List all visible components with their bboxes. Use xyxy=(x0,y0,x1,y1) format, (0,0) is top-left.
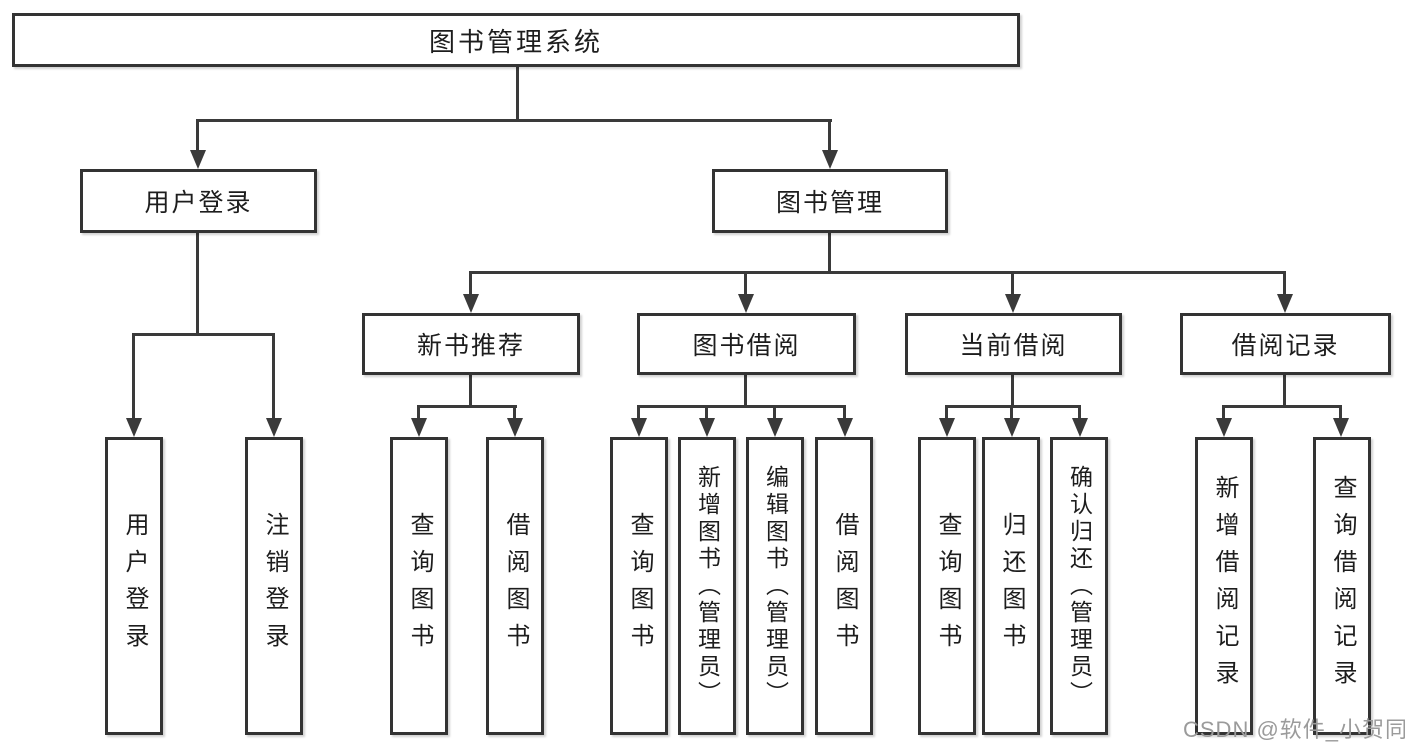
node-leaf-borrow-book: 借阅图书 xyxy=(815,437,873,735)
node-leaf-add-book-admin: 新增图书（管理员） xyxy=(678,437,736,735)
arrow-down-icon xyxy=(190,150,206,169)
node-label: 查询图书 xyxy=(934,512,961,660)
connector-drop-leaf xyxy=(945,405,948,420)
node-leaf-borrow-book: 借阅图书 xyxy=(486,437,544,735)
node-label: 图书管理系统 xyxy=(428,26,603,57)
node-label: 当前借阅 xyxy=(959,332,1068,360)
node-leaf-return-book: 归还图书 xyxy=(982,437,1040,735)
arrow-down-icon xyxy=(411,418,427,437)
connector-stem-borrow xyxy=(744,375,747,408)
connector-drop-current xyxy=(1011,271,1014,296)
arrow-down-icon xyxy=(837,418,853,437)
node-label: 归还图书 xyxy=(998,512,1025,660)
node-label: 查询图书 xyxy=(626,512,653,660)
node-leaf-query-book: 查询图书 xyxy=(390,437,448,735)
connector-drop-leaf xyxy=(513,405,516,420)
node-label: 图书管理 xyxy=(775,189,884,217)
arrow-down-icon xyxy=(699,418,715,437)
node-label: 编辑图书（管理员） xyxy=(762,464,789,708)
node-book-borrowing: 图书借阅 xyxy=(637,313,856,375)
node-label: 新增借阅记录 xyxy=(1211,475,1238,697)
connector-drop-leaf xyxy=(272,333,275,420)
connector-current-bar xyxy=(945,405,1081,408)
arrow-down-icon xyxy=(1216,418,1232,437)
connector-userlogin-stem xyxy=(196,233,199,335)
node-leaf-query-book: 查询图书 xyxy=(610,437,668,735)
connector-drop-leaf xyxy=(1078,405,1081,420)
node-label: 确认归还（管理员） xyxy=(1066,464,1093,708)
node-label: 查询借阅记录 xyxy=(1329,475,1356,697)
arrow-down-icon xyxy=(1333,418,1349,437)
node-leaf-confirm-return-admin: 确认归还（管理员） xyxy=(1050,437,1108,735)
arrow-down-icon xyxy=(266,418,282,437)
node-leaf-add-borrow-record: 新增借阅记录 xyxy=(1195,437,1253,735)
arrow-down-icon xyxy=(126,418,142,437)
arrow-down-icon xyxy=(631,418,647,437)
connector-drop-leaf xyxy=(1222,405,1225,420)
node-current-borrowing: 当前借阅 xyxy=(905,313,1122,375)
arrow-down-icon xyxy=(1277,294,1293,313)
connector-drop-book-mgmt xyxy=(828,119,831,152)
connector-stem-new-book xyxy=(469,375,472,408)
node-root-book-management-system: 图书管理系统 xyxy=(12,13,1020,67)
connector-root-bar xyxy=(197,119,832,122)
connector-records-bar xyxy=(1222,405,1342,408)
node-label: 图书借阅 xyxy=(692,332,801,360)
node-leaf-query-borrow-record: 查询借阅记录 xyxy=(1313,437,1371,735)
node-label: 用户登录 xyxy=(144,189,253,217)
connector-drop-leaf xyxy=(417,405,420,420)
connector-drop-new-book xyxy=(469,271,472,296)
arrow-down-icon xyxy=(1072,418,1088,437)
arrow-down-icon xyxy=(822,150,838,169)
node-leaf-query-book: 查询图书 xyxy=(918,437,976,735)
node-leaf-edit-book-admin: 编辑图书（管理员） xyxy=(746,437,804,735)
node-leaf-user-login: 用户登录 xyxy=(105,437,163,735)
arrow-down-icon xyxy=(767,418,783,437)
node-label: 借阅图书 xyxy=(831,512,858,660)
node-label: 注销登录 xyxy=(261,512,288,660)
arrow-down-icon xyxy=(939,418,955,437)
connector-userlogin-bar xyxy=(132,333,275,336)
node-user-login: 用户登录 xyxy=(80,169,317,233)
arrow-down-icon xyxy=(463,294,479,313)
node-label: 查询图书 xyxy=(406,512,433,660)
node-label: 用户登录 xyxy=(121,512,148,660)
node-label: 借阅记录 xyxy=(1231,332,1340,360)
connector-root-stem xyxy=(516,67,519,122)
connector-drop-leaf xyxy=(1339,405,1342,420)
connector-drop-leaf xyxy=(637,405,640,420)
connector-stem-records xyxy=(1283,375,1286,408)
arrow-down-icon xyxy=(507,418,523,437)
node-borrowing-records: 借阅记录 xyxy=(1180,313,1391,375)
connector-borrow-bar xyxy=(637,405,846,408)
connector-level3-bar xyxy=(469,271,1286,274)
csdn-watermark: CSDN @软件_小贺同学 xyxy=(1183,717,1405,742)
connector-stem-current xyxy=(1011,375,1014,408)
arrow-down-icon xyxy=(1004,418,1020,437)
connector-drop-leaf xyxy=(843,405,846,420)
connector-drop-leaf xyxy=(773,405,776,420)
connector-drop-leaf xyxy=(132,333,135,420)
connector-bookmgmt-stem xyxy=(828,233,831,273)
arrow-down-icon xyxy=(1005,294,1021,313)
node-new-book-recommend: 新书推荐 xyxy=(362,313,580,375)
arrow-down-icon xyxy=(738,294,754,313)
node-leaf-logout: 注销登录 xyxy=(245,437,303,735)
node-book-management: 图书管理 xyxy=(712,169,948,233)
connector-newbook-bar xyxy=(417,405,517,408)
connector-drop-user-login xyxy=(196,119,199,152)
connector-drop-leaf xyxy=(705,405,708,420)
node-label: 借阅图书 xyxy=(502,512,529,660)
node-label: 新增图书（管理员） xyxy=(694,464,721,708)
node-label: 新书推荐 xyxy=(416,332,525,360)
connector-drop-leaf xyxy=(1010,405,1013,420)
connector-drop-records xyxy=(1283,271,1286,296)
connector-drop-borrow xyxy=(744,271,747,296)
